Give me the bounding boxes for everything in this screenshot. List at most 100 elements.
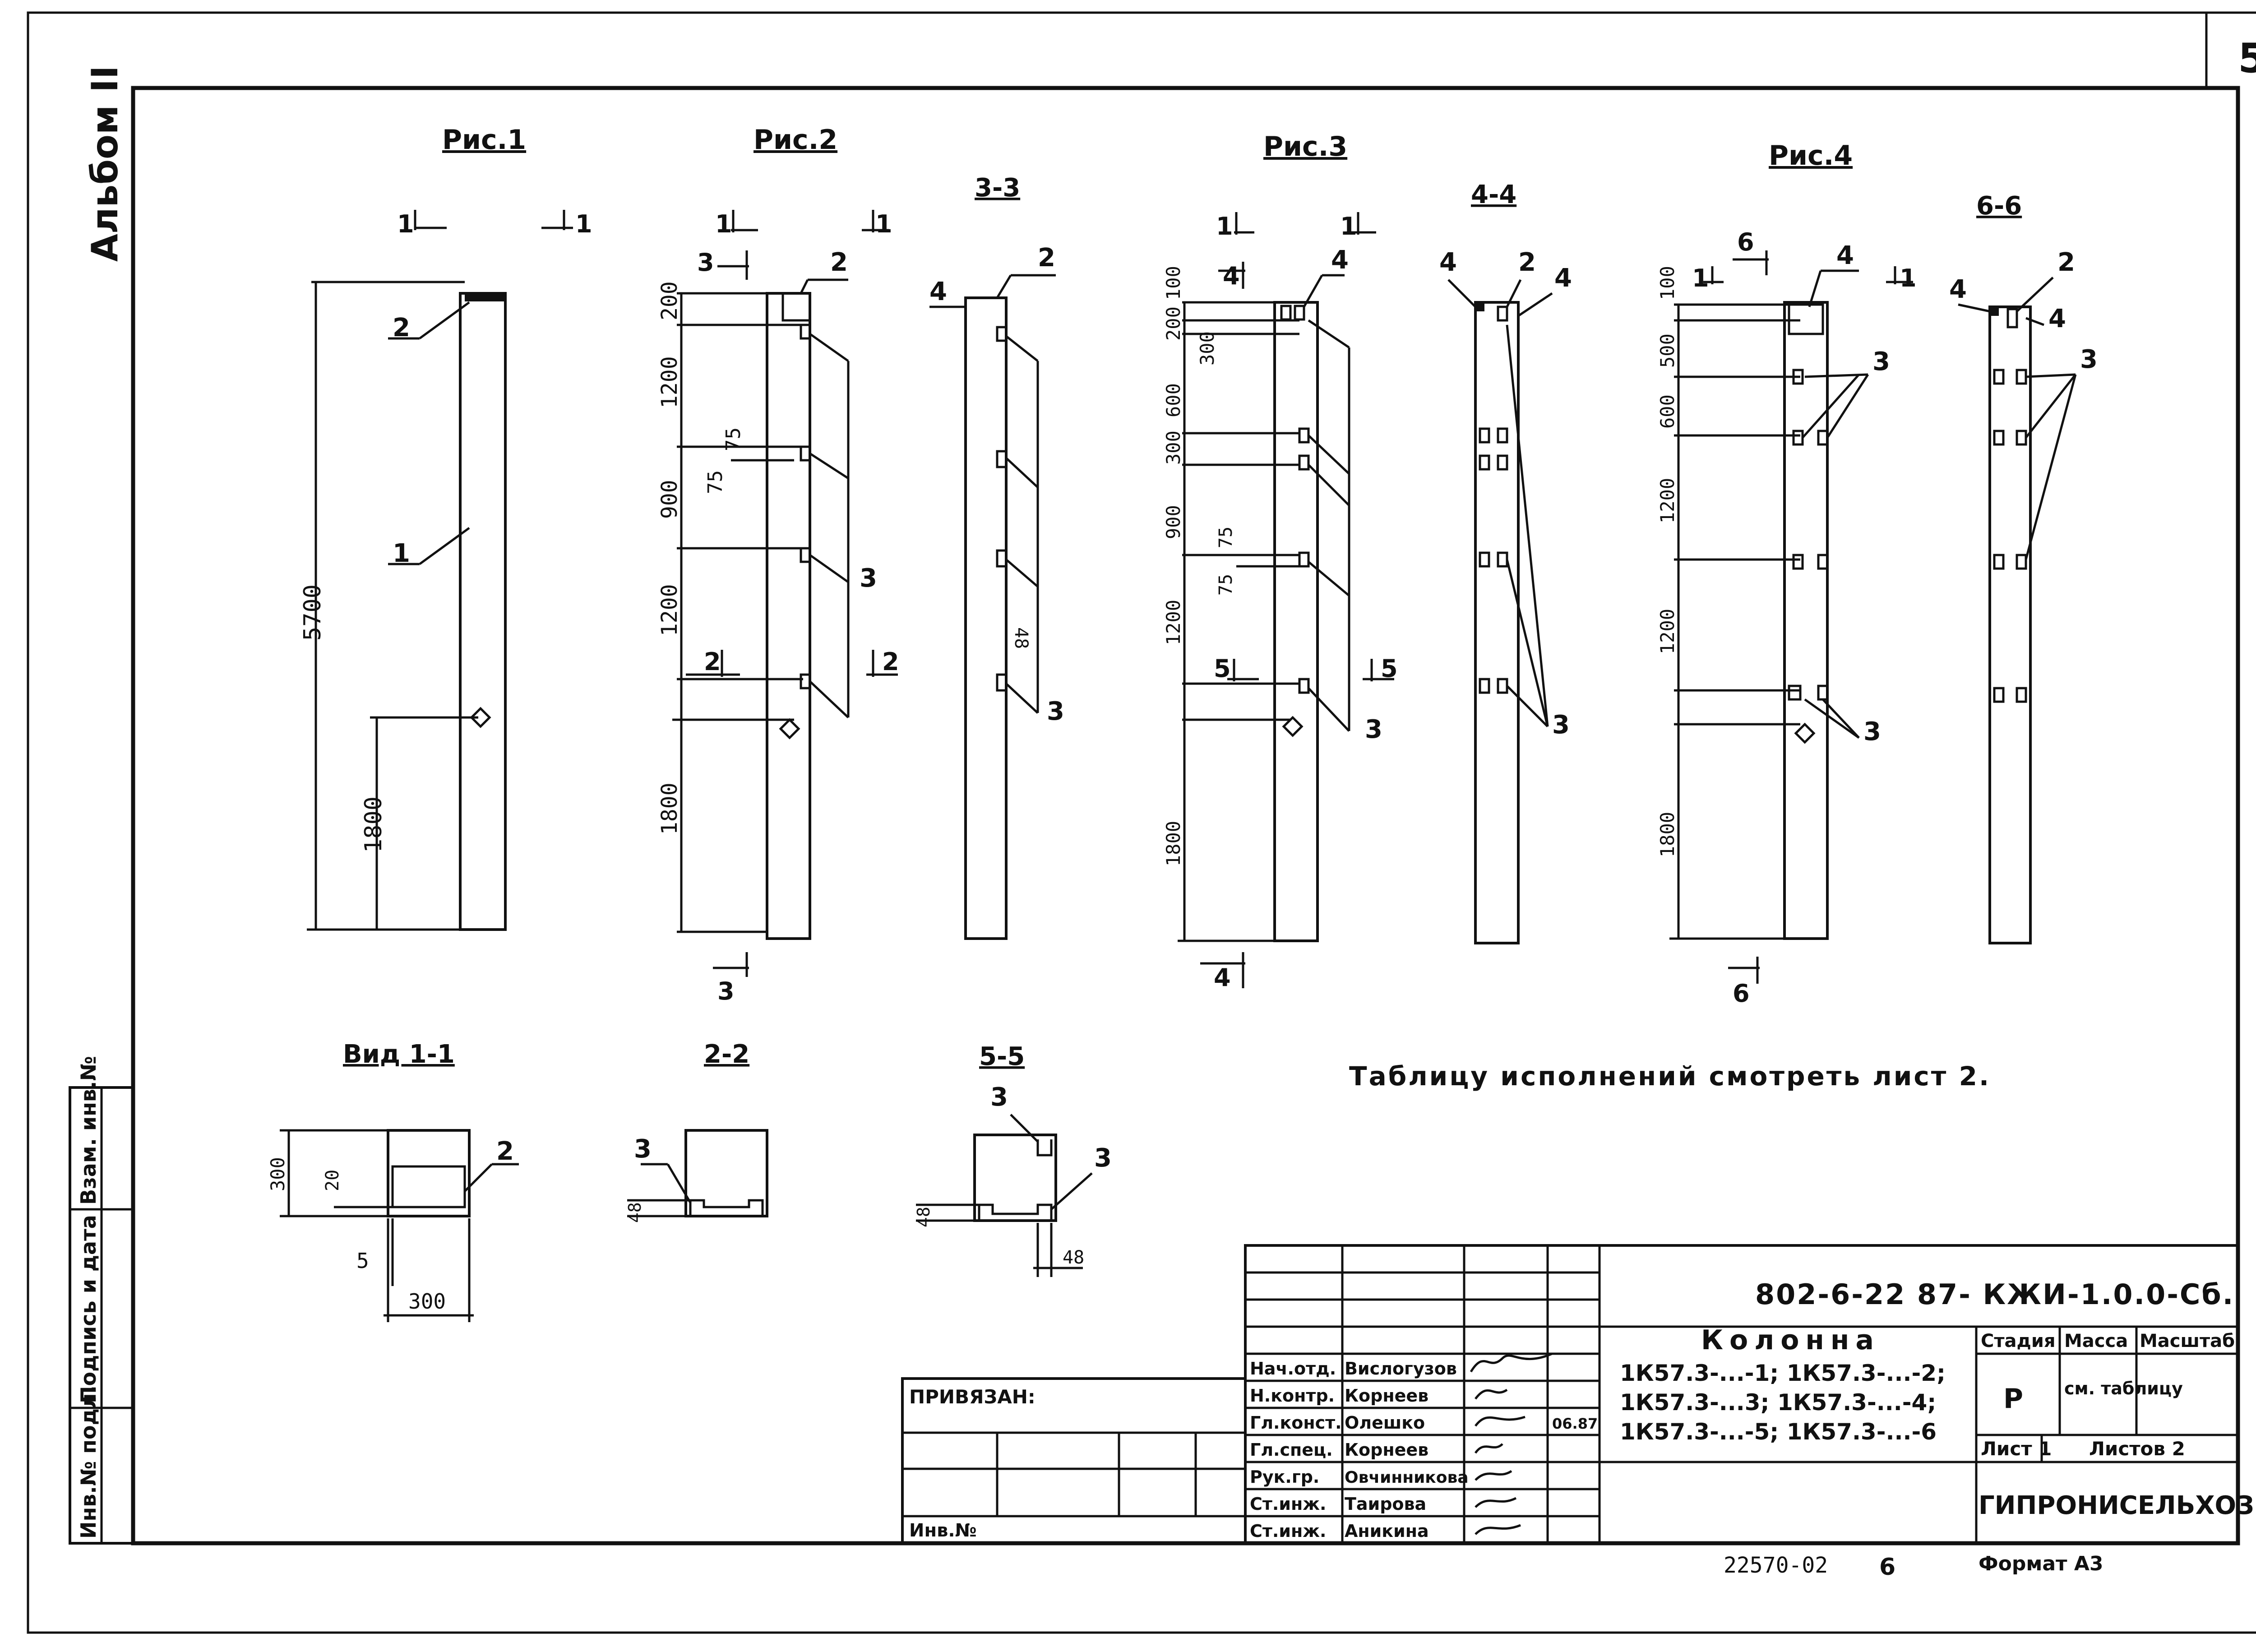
album-label: Альбом II	[84, 65, 126, 262]
svg-text:2: 2	[882, 648, 899, 676]
svg-text:75: 75	[1216, 527, 1236, 548]
inv-label: Инв.№	[909, 1520, 977, 1541]
svg-text:1200: 1200	[657, 584, 682, 636]
svg-text:3: 3	[1552, 710, 1570, 740]
svg-text:3: 3	[634, 1134, 652, 1164]
stamp-inv-podl: Инв.№ подл.	[76, 1385, 101, 1539]
svg-text:Овчинникова: Овчинникова	[1345, 1468, 1469, 1487]
stage-value: Р	[2003, 1383, 2023, 1415]
section-3-3: 3-3 4 2 3 48	[929, 173, 1064, 940]
svg-text:Гл.спец.: Гл.спец.	[1250, 1440, 1333, 1460]
svg-text:4: 4	[2048, 304, 2066, 333]
svg-text:48: 48	[625, 1202, 645, 1223]
svg-text:100: 100	[1162, 266, 1184, 300]
svg-text:900: 900	[657, 480, 682, 519]
archive-number: 22570-02	[1724, 1553, 1828, 1578]
svg-text:300: 300	[1162, 430, 1184, 465]
svg-text:900: 900	[1162, 505, 1184, 539]
svg-text:2: 2	[704, 648, 721, 676]
svg-text:1: 1	[715, 210, 732, 238]
svg-text:5: 5	[1381, 654, 1398, 683]
section-5-5: 5-5 3 3 48 48	[914, 1042, 1112, 1277]
svg-text:20: 20	[322, 1170, 343, 1191]
svg-text:2: 2	[2057, 248, 2075, 277]
product-marks-3: 1К57.3-...-5; 1К57.3-...-6	[1620, 1419, 1937, 1445]
column-elevation	[459, 292, 507, 931]
product-name: Колонна	[1701, 1324, 1880, 1356]
figure-4: Рис.4 1 6 1 100 500 600 1200 1200 1800 4	[1656, 140, 1917, 1008]
hdr-scale: Масштаб	[2140, 1331, 2235, 1351]
stamp-vzam: Взам. инв.№	[76, 1056, 101, 1205]
svg-text:4: 4	[1836, 241, 1854, 270]
svg-text:4: 4	[1949, 275, 1967, 304]
svg-text:3: 3	[1863, 717, 1881, 746]
svg-text:Нач.отд.: Нач.отд.	[1250, 1359, 1336, 1379]
svg-text:2: 2	[830, 248, 848, 277]
note-text: Таблицу исполнений смотреть лист 2.	[1349, 1061, 1991, 1092]
svg-text:4: 4	[1223, 262, 1240, 290]
hdr-stage: Стадия	[1981, 1331, 2056, 1351]
svg-text:4: 4	[1439, 248, 1457, 277]
svg-text:75: 75	[1216, 574, 1236, 596]
svg-text:6: 6	[1733, 979, 1750, 1008]
svg-text:Ст.инж.: Ст.инж.	[1250, 1494, 1326, 1514]
svg-text:Олешко: Олешко	[1345, 1413, 1425, 1433]
svg-text:48: 48	[1011, 627, 1031, 649]
format-label: Формат А3	[1979, 1552, 2103, 1575]
figure-1: Рис.1 1 1 5700 1800 2 1	[299, 124, 592, 931]
svg-text:3: 3	[2080, 345, 2098, 374]
svg-text:Рис.3: Рис.3	[1263, 131, 1347, 162]
section-2-2: 2-2 3 48	[625, 1040, 768, 1223]
svg-text:Рук.гр.: Рук.гр.	[1250, 1467, 1319, 1487]
svg-text:1800: 1800	[1162, 821, 1184, 866]
section-6-6: 6-6 4 2 4 3	[1949, 191, 2098, 944]
svg-text:500: 500	[1656, 333, 1678, 368]
svg-text:200: 200	[1162, 306, 1184, 341]
svg-text:Гл.конст.: Гл.конст.	[1250, 1413, 1342, 1433]
svg-text:600: 600	[1162, 383, 1184, 417]
svg-text:Корнеев: Корнеев	[1345, 1386, 1428, 1406]
svg-text:1200: 1200	[1656, 478, 1678, 523]
stamp-podpis: Подпись и дата	[76, 1215, 101, 1403]
svg-text:4: 4	[1331, 245, 1349, 275]
svg-text:1200: 1200	[1656, 609, 1678, 654]
svg-text:Вислогузов: Вислогузов	[1345, 1359, 1457, 1379]
copy-number: 6	[1879, 1554, 1895, 1581]
svg-text:1: 1	[1900, 264, 1917, 292]
svg-text:300: 300	[408, 1289, 446, 1314]
svg-text:3: 3	[990, 1083, 1008, 1112]
svg-text:3-3: 3-3	[975, 173, 1020, 203]
svg-text:Таирова: Таирова	[1345, 1494, 1426, 1514]
product-marks-2: 1К57.3-...3; 1К57.3-...-4;	[1620, 1389, 1936, 1416]
signatures	[1470, 1352, 1553, 1535]
figure-2: Рис.2 1 1 3 200 1200 75 75 900 1200 1800…	[657, 124, 899, 1005]
svg-text:2: 2	[496, 1137, 514, 1166]
svg-text:6: 6	[1737, 228, 1754, 256]
svg-text:Аникина: Аникина	[1345, 1521, 1429, 1541]
svg-text:1: 1	[875, 210, 892, 238]
hdr-mass: Масса	[2064, 1331, 2128, 1351]
fig1-title: Рис.1	[442, 124, 526, 156]
svg-text:4-4: 4-4	[1471, 180, 1516, 209]
title-block: 802-6-22 87- КЖИ-1.0.0-Сб. Колонна 1К57.…	[1244, 1244, 2254, 1545]
org-name: ГИПРОНИСЕЛЬХОЗ	[1979, 1491, 2254, 1520]
svg-text:48: 48	[914, 1207, 934, 1227]
svg-text:1800: 1800	[1656, 812, 1678, 857]
svg-text:5700: 5700	[299, 584, 326, 641]
section-4-4: 4-4 4 2 4 3	[1439, 180, 1572, 944]
svg-text:75: 75	[704, 470, 727, 494]
svg-text:2-2: 2-2	[704, 1040, 749, 1069]
svg-text:1800: 1800	[657, 782, 682, 835]
svg-text:200: 200	[657, 281, 682, 320]
privyazan-label: ПРИВЯЗАН:	[909, 1386, 1036, 1408]
svg-text:1: 1	[1216, 212, 1233, 241]
svg-text:100: 100	[1656, 266, 1678, 300]
product-marks-1: 1К57.3-...-1; 1К57.3-...-2;	[1620, 1360, 1946, 1386]
svg-text:3: 3	[717, 977, 735, 1005]
sheet-label: Лист 1	[1981, 1438, 2052, 1460]
svg-text:3: 3	[1872, 347, 1890, 376]
svg-text:3: 3	[860, 564, 877, 593]
svg-text:Ст.инж.: Ст.инж.	[1250, 1521, 1326, 1541]
svg-text:5: 5	[356, 1249, 369, 1273]
sheet-number: 5	[2238, 35, 2256, 82]
